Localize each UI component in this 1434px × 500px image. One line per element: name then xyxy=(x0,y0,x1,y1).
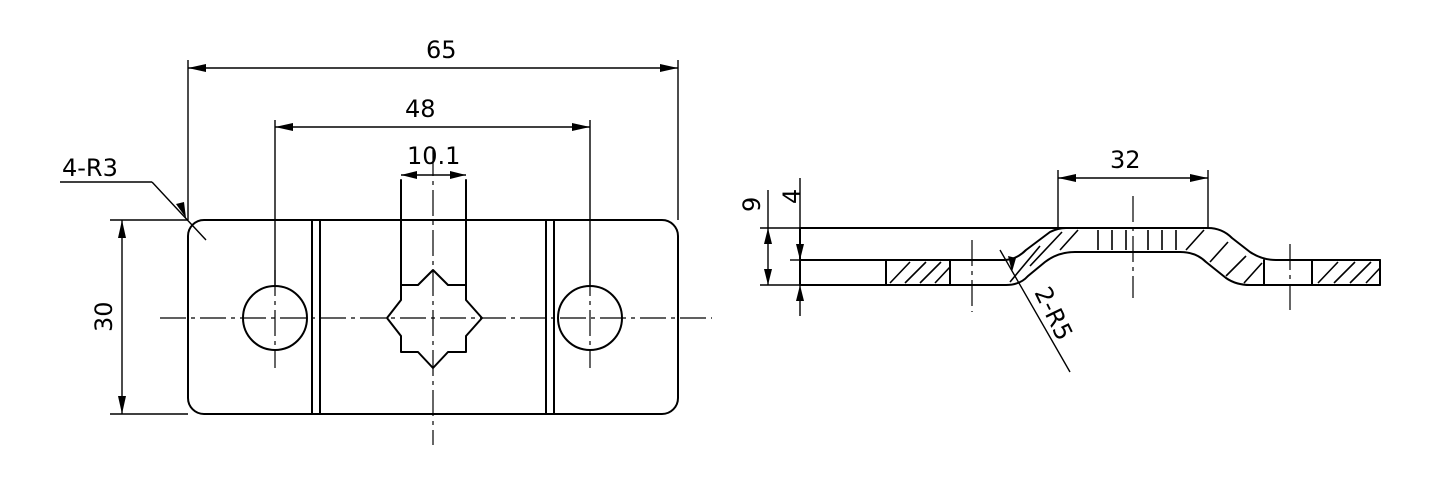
dim-30-label: 30 xyxy=(90,301,118,332)
dim-9-label: 9 xyxy=(738,197,766,212)
corner-radius-leader: 4-R3 xyxy=(60,154,207,241)
dim-4-label: 4 xyxy=(778,189,806,204)
dim-32-label: 32 xyxy=(1110,146,1141,174)
dim-4: 4 xyxy=(778,178,806,316)
bend-radius-leader: 2-R5 xyxy=(999,249,1078,373)
dim-9: 9 xyxy=(738,190,772,285)
dim-10-1-label: 10.1 xyxy=(407,142,460,170)
dim-10-1: 10.1 xyxy=(401,142,466,179)
dim-65-label: 65 xyxy=(426,36,457,64)
spline-slot xyxy=(386,179,483,369)
dim-65: 65 xyxy=(188,36,678,72)
corner-radius-label: 4-R3 xyxy=(62,154,118,182)
side-view: 32 9 4 2-R5 xyxy=(738,146,1381,373)
dim-30: 30 xyxy=(90,220,126,414)
dim-48-label: 48 xyxy=(405,95,436,123)
dim-48: 48 xyxy=(275,95,590,131)
front-view: 65 48 10.1 30 4-R3 xyxy=(60,36,712,445)
dim-32: 32 xyxy=(1058,146,1208,182)
